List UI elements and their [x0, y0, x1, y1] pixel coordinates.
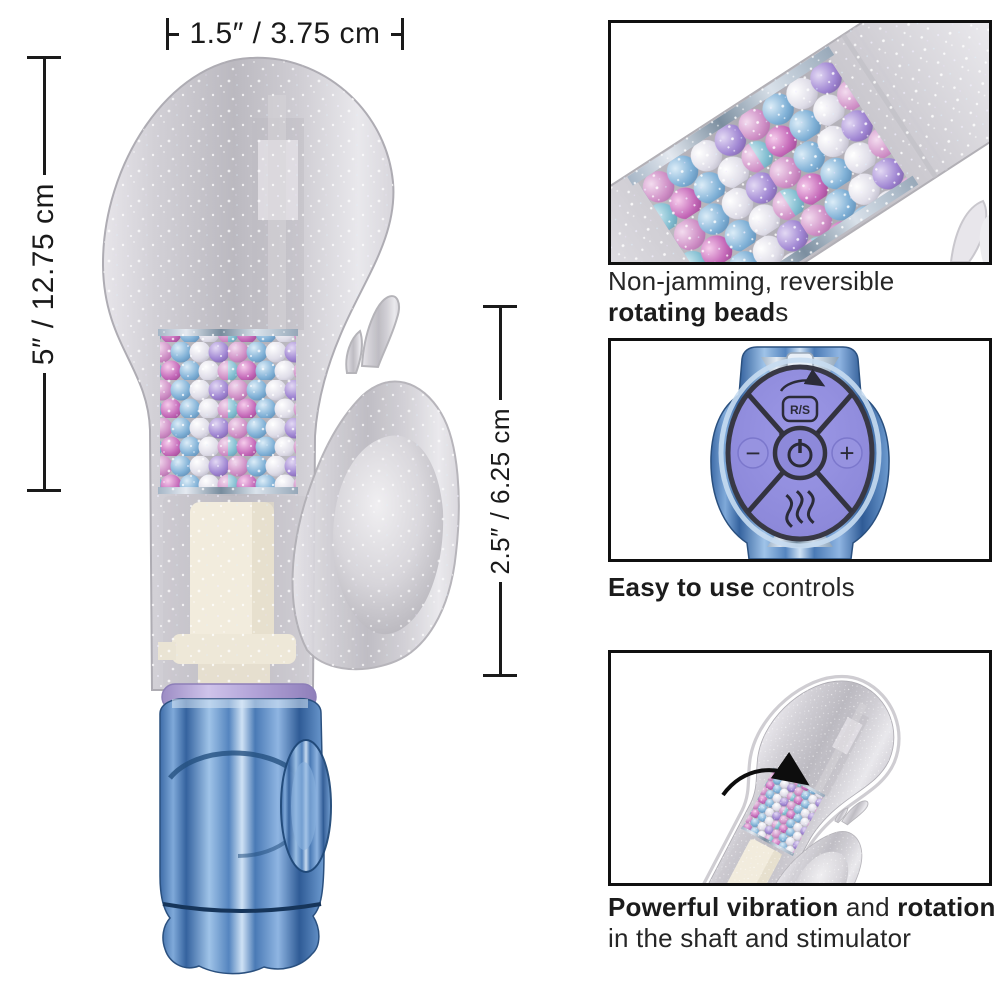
- caption-bold: Easy to use: [608, 572, 755, 602]
- dimension-width: 1.5″ / 3.75 cm: [166, 16, 405, 52]
- plus-icon: +: [839, 438, 854, 468]
- power-button[interactable]: [772, 425, 828, 481]
- dimension-tick: [483, 674, 517, 678]
- feature-caption-controls: Easy to use controls: [608, 572, 1000, 603]
- increase-button[interactable]: +: [831, 437, 863, 469]
- dimension-line: [390, 32, 402, 36]
- caption-bold: rotating bead: [608, 297, 776, 327]
- dimension-tick: [27, 489, 61, 492]
- inset-controls-photo: R/S − +: [608, 338, 992, 562]
- dimension-line: [42, 373, 46, 489]
- minus-icon: −: [745, 438, 760, 468]
- vibration-icon: [785, 490, 815, 528]
- dimension-line: [498, 582, 502, 675]
- inset-rotation-photo: [608, 650, 992, 886]
- reverse-icon[interactable]: R/S: [778, 368, 826, 451]
- dimension-length-label: 5″ / 12.75 cm: [27, 182, 60, 366]
- caption-text: controls: [754, 572, 855, 602]
- caption-text: s: [775, 297, 789, 327]
- svg-text:R/S: R/S: [790, 403, 810, 417]
- decrease-button[interactable]: −: [737, 437, 769, 469]
- feature-caption-beads: Non-jamming, reversible rotating beads: [608, 266, 1000, 328]
- feature-caption-rotation: Powerful vibration and rotation in the s…: [608, 892, 1000, 954]
- caption-bold: Powerful vibration: [608, 892, 839, 922]
- dimension-line: [42, 59, 46, 175]
- stimulator-ear-silhouette: [949, 199, 988, 262]
- rotation-arrow-icon: [721, 751, 810, 797]
- dimension-line: [169, 32, 180, 36]
- dimension-tick: [483, 305, 517, 308]
- power-icon: [787, 439, 813, 468]
- dimension-line: [498, 308, 502, 400]
- caption-text: and: [838, 892, 898, 922]
- inset-beads-photo: [608, 20, 992, 265]
- dimension-stimulator: 2.5″ / 6.25 cm: [483, 305, 517, 678]
- dimension-stimulator-label: 2.5″ / 6.25 cm: [484, 407, 515, 575]
- dimension-tick: [401, 18, 405, 50]
- caption-text: in the shaft and stimulator: [608, 923, 912, 953]
- dimension-tick: [27, 56, 61, 59]
- dimension-width-label: 1.5″ / 3.75 cm: [189, 17, 381, 50]
- caption-text: Non-jamming, reversible: [608, 266, 895, 296]
- caption-bold: rotation: [897, 892, 996, 922]
- dimension-length: 5″ / 12.75 cm: [27, 56, 61, 492]
- dimension-tick: [166, 18, 169, 50]
